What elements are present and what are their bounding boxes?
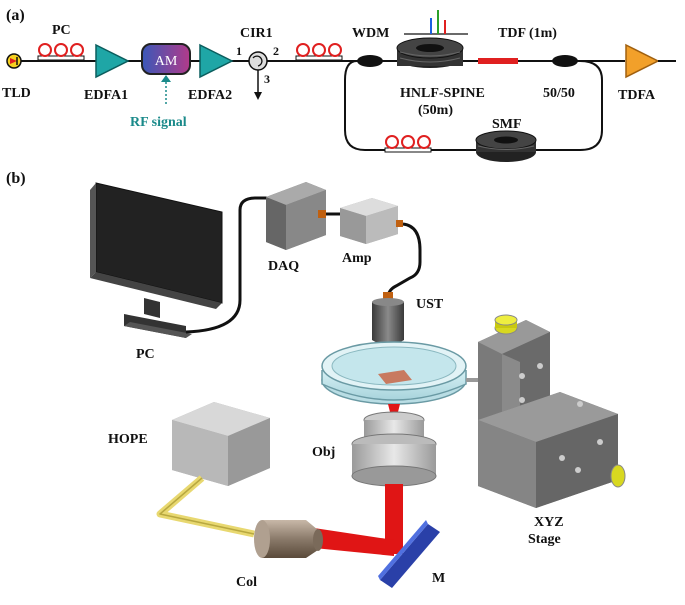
panel-a-label: (a) (6, 7, 25, 24)
rf-arrowhead (161, 75, 171, 82)
wdm-coupler (357, 55, 383, 67)
fiber-hope-col (156, 475, 255, 538)
pc-loops-a2 (295, 43, 343, 61)
mirror-label: M (432, 571, 445, 586)
am-label: AM (155, 54, 178, 69)
pc-monitor (90, 182, 223, 338)
pc-loops-bottom (384, 135, 432, 153)
cir1-port2: 2 (273, 44, 279, 58)
hnlf-label-1: HNLF-SPINE (400, 86, 485, 101)
cir1-circulator (248, 51, 268, 100)
hope-laser-box (172, 402, 270, 486)
ust-transducer (372, 292, 404, 345)
mirror (378, 520, 440, 588)
cable-amp-ust (386, 222, 422, 299)
tld-source (6, 53, 22, 69)
xyz-label-1: XYZ (534, 515, 564, 530)
smf-label: SMF (492, 117, 522, 132)
sample-dish (321, 341, 488, 405)
edfa2-amplifier (199, 43, 234, 79)
pc-label-a: PC (52, 23, 71, 38)
xyz-label-2: Stage (528, 532, 561, 547)
panel-a: (a) TLD PC EDFA1 AM RF signal (2, 7, 676, 162)
wdm-label: WDM (352, 26, 389, 41)
tdf-label: TDF (1m) (498, 26, 557, 41)
cir1-label: CIR1 (240, 26, 273, 41)
edfa2-label: EDFA2 (188, 88, 232, 103)
ust-label: UST (416, 297, 444, 312)
daq-label: DAQ (268, 259, 299, 274)
edfa1-amplifier (95, 43, 130, 79)
pc-loops-a (37, 43, 85, 61)
edfa1-label: EDFA1 (84, 88, 128, 103)
rf-signal-label: RF signal (130, 115, 187, 130)
obj-label: Obj (312, 445, 335, 460)
cir1-port3: 3 (264, 72, 270, 86)
am-modulator (141, 43, 191, 75)
objective-lens (351, 411, 437, 487)
panel-b-label: (b) (6, 170, 26, 187)
tdfa-label: TDFA (618, 88, 656, 103)
collimator (254, 520, 323, 558)
coupler-label: 50/50 (543, 86, 575, 101)
daq-box (266, 182, 326, 250)
tld-label: TLD (2, 86, 31, 101)
hope-label: HOPE (108, 432, 148, 447)
spectrum-icon (404, 10, 468, 35)
cir1-port1: 1 (236, 44, 242, 58)
xyz-stage (478, 314, 626, 508)
smf-spool (475, 130, 537, 162)
amp-label: Amp (342, 251, 372, 266)
cable-pc-daq (185, 196, 268, 334)
tdfa-amplifier (625, 43, 660, 79)
laser-beam-vertical (385, 484, 403, 554)
amp-box (340, 198, 403, 244)
panel-b: (b) PC DAQ (6, 170, 626, 590)
tdf-fiber (478, 58, 518, 64)
ring-cavity (344, 60, 603, 151)
pc-label-b: PC (136, 347, 155, 362)
hnlf-spool (396, 37, 464, 68)
coupler-5050 (552, 55, 578, 67)
hnlf-label-2: (50m) (418, 103, 453, 118)
laser-beam-horizontal (314, 528, 394, 556)
col-label: Col (236, 575, 257, 590)
